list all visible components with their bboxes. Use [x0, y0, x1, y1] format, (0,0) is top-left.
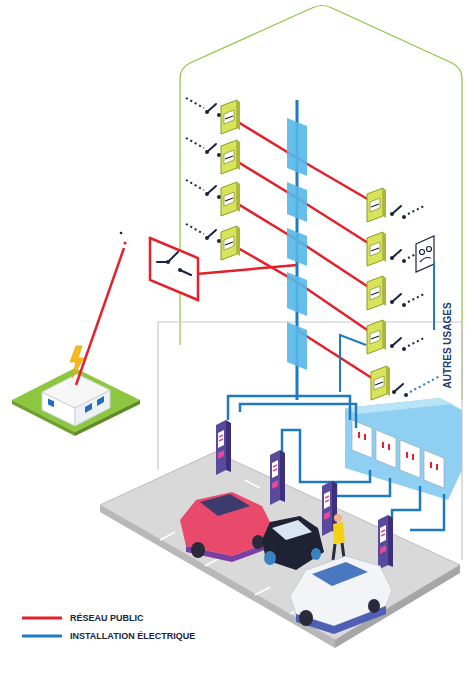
- substation: [12, 346, 140, 436]
- riser: [287, 100, 307, 400]
- legend-entry: RÉSEAU PUBLIC: [22, 611, 144, 625]
- meters-left: [186, 98, 240, 260]
- car: [180, 492, 272, 562]
- legend-sample: [22, 629, 64, 643]
- legend-entry: INSTALLATION ÉLECTRIQUE: [22, 629, 195, 643]
- car: [262, 516, 324, 570]
- building-outline: [179, 330, 180, 345]
- meters-right: [367, 188, 440, 400]
- legend-line: [22, 635, 62, 638]
- vertical-label: AUTRES USAGES: [442, 302, 453, 388]
- legend-line: [22, 617, 62, 620]
- legend-text: INSTALLATION ÉLECTRIQUE: [70, 631, 195, 641]
- car: [290, 556, 392, 634]
- appliance-icon: [416, 236, 434, 330]
- building-outline: [180, 6, 462, 401]
- public-network: [76, 122, 378, 385]
- main-switch: [150, 238, 198, 300]
- legend-sample: [22, 611, 64, 625]
- person: [333, 514, 345, 560]
- legend-text: RÉSEAU PUBLIC: [70, 613, 144, 623]
